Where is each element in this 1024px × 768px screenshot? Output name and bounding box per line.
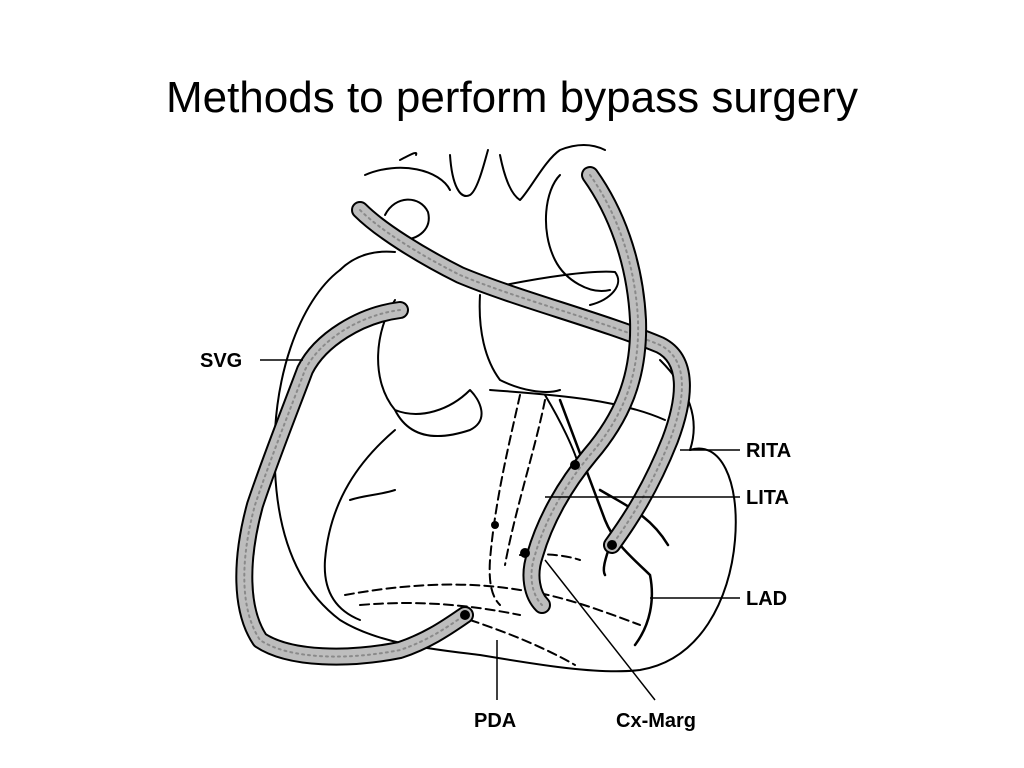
label-svg: SVG	[200, 350, 242, 372]
lita-graft	[522, 166, 648, 614]
great-vessel-left	[399, 151, 418, 161]
right-coronary	[323, 429, 396, 621]
great-vessel-2	[499, 144, 606, 201]
dashed-artery-1	[488, 394, 521, 606]
dashed-pda	[469, 619, 576, 666]
atrial-appendage	[478, 294, 561, 393]
svg-graft	[235, 301, 474, 666]
dashed-posterior-1	[344, 583, 641, 626]
aorta-ascending	[544, 174, 611, 292]
anastomosis-pda	[460, 610, 470, 620]
label-rita: RITA	[746, 440, 791, 462]
right-atrium	[377, 299, 483, 437]
aorta-base	[504, 270, 620, 306]
leader-cx-marg	[544, 559, 656, 701]
dashed-posterior-2	[359, 602, 521, 616]
label-cx-marg: Cx-Marg	[616, 710, 696, 732]
ventricular-groove	[489, 389, 666, 421]
aortic-arch	[364, 166, 451, 191]
heart-right-contour	[659, 359, 695, 451]
anastomosis-lad	[570, 460, 580, 470]
label-pda: PDA	[474, 710, 516, 732]
slide-title: Methods to perform bypass surgery	[165, 73, 859, 122]
anastomosis-diag	[491, 521, 499, 529]
label-lad: LAD	[746, 588, 787, 610]
anastomosis-cx	[520, 548, 530, 558]
great-vessel-1	[449, 149, 489, 197]
heart-left-contour	[339, 250, 396, 271]
rita-graft	[351, 201, 691, 554]
label-lita: LITA	[746, 487, 789, 509]
right-coronary-branch	[349, 489, 396, 501]
anastomosis-rita	[607, 540, 617, 550]
dashed-artery-2	[504, 399, 546, 566]
pulmonary-root	[384, 198, 430, 241]
